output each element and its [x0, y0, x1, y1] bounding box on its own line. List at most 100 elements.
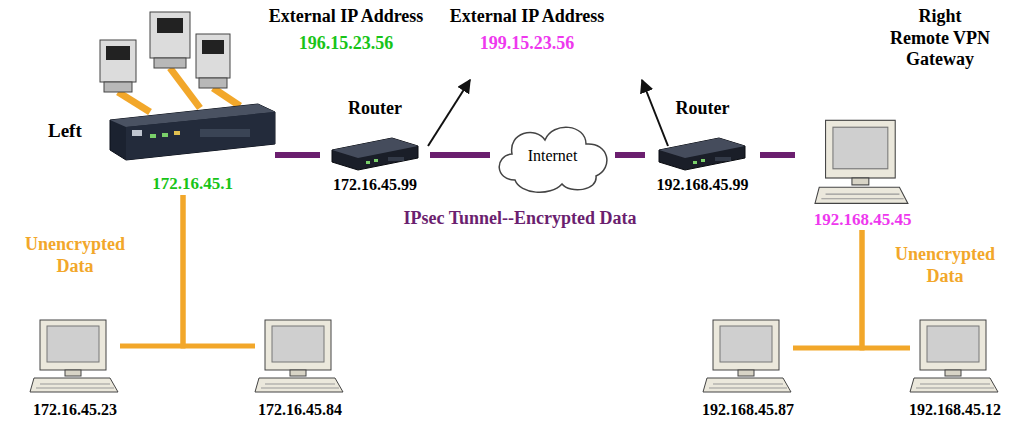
segment-label: Unencrypted Data — [890, 244, 1000, 287]
ip-address: 172.16.45.99 — [320, 175, 430, 194]
ip-address: 172.16.45.84 — [240, 400, 360, 419]
drawing-part — [265, 384, 335, 385]
vpn-switch-outline — [110, 100, 275, 162]
drawing-part — [126, 112, 275, 160]
router: Router 192.168.45.99 — [645, 98, 760, 195]
drawing-part — [290, 370, 306, 376]
drawing-part — [132, 130, 142, 136]
drawing-part — [659, 138, 745, 170]
external-ip-arrow — [428, 80, 470, 146]
drawing-part — [927, 326, 979, 362]
ip-address: 192.168.45.45 — [790, 210, 935, 230]
drawing-part — [40, 320, 106, 370]
drawing-part — [374, 159, 378, 162]
phone-base — [154, 58, 186, 68]
tunnel-label: IPsec Tunnel--Encrypted Data — [310, 208, 730, 230]
external-ip: 199.15.23.56 — [447, 33, 607, 55]
ip-address: 192.168.45.99 — [645, 175, 760, 194]
drawing-part — [920, 320, 986, 370]
drawing-part — [920, 384, 990, 385]
device-name: Right Remote VPN Gateway — [888, 6, 992, 71]
drawing-part — [833, 127, 888, 169]
drawing-part — [826, 120, 896, 178]
drawing-part — [110, 104, 275, 160]
lan-cable — [120, 195, 183, 346]
callout-title: External IP Address — [236, 6, 456, 28]
callout-title: External IP Address — [417, 6, 637, 28]
ipsec-tunnel-line — [275, 152, 320, 158]
drawing-part — [910, 378, 998, 392]
phone-base — [104, 82, 132, 92]
drawing-part — [36, 388, 114, 389]
drawing-part — [30, 378, 118, 392]
drawing-part — [659, 138, 745, 158]
phone-cable — [213, 88, 240, 106]
drawing-part — [332, 138, 418, 170]
drawing-part — [47, 326, 99, 362]
ipsec-tunnel-line — [615, 152, 645, 158]
router-outline — [659, 136, 745, 172]
drawing-part — [366, 161, 370, 164]
device-name: Left — [48, 120, 98, 143]
drawing-part — [388, 157, 404, 161]
phone-body — [196, 34, 230, 78]
router-outline — [332, 136, 418, 172]
drawing-part — [738, 370, 754, 376]
phone-base — [199, 78, 227, 88]
ip-address: 172.16.45.23 — [15, 400, 135, 419]
device-name: Router — [645, 98, 760, 120]
drawing-part — [150, 134, 156, 138]
ip-phone — [100, 40, 136, 92]
phone-body — [150, 12, 190, 58]
client-computer-outline — [30, 318, 120, 396]
internet-cloud: Internet — [490, 118, 615, 196]
phone-screen — [202, 40, 224, 54]
drawing-part — [945, 370, 961, 376]
drawing-part — [693, 161, 697, 164]
drawing-part — [701, 159, 705, 162]
drawing-part — [852, 178, 869, 185]
phone-body — [100, 40, 136, 82]
segment-label: Unencrypted Data — [20, 234, 130, 277]
drawing-part — [713, 384, 783, 385]
phone-cable — [118, 92, 150, 112]
cloud-label: Internet — [490, 146, 615, 165]
lan-cable — [793, 230, 862, 348]
ip-address: 192.168.45.87 — [688, 400, 808, 419]
drawing-part — [821, 198, 903, 199]
drawing-part — [200, 129, 250, 137]
drawing-part — [261, 388, 339, 389]
drawing-part — [255, 378, 343, 392]
ip-address: 172.16.45.1 — [110, 174, 275, 194]
vpn-gateway-outline — [815, 118, 910, 208]
ipsec-tunnel-line — [760, 152, 795, 158]
drawing-part — [815, 187, 908, 203]
client-computer-outline — [703, 318, 793, 396]
drawing-part — [709, 388, 787, 389]
phone-screen — [106, 46, 130, 60]
device-name: Router — [320, 98, 430, 120]
drawing-part — [826, 194, 900, 195]
drawing-part — [715, 157, 731, 161]
client-computer: 172.16.45.84 — [255, 318, 345, 418]
vpn-gateway: Right Remote VPN Gateway192.168.45.45 — [795, 118, 930, 230]
vpn-switch: Left172.16.45.1 — [110, 100, 275, 195]
drawing-part — [720, 326, 772, 362]
ip-phone — [150, 12, 190, 68]
ipsec-tunnel-line — [430, 152, 490, 158]
client-computer: 192.168.45.87 — [703, 318, 793, 418]
drawing-part — [65, 370, 81, 376]
drawing-part — [40, 384, 110, 385]
lan-cable — [183, 195, 255, 346]
ip-address: 192.168.45.12 — [895, 400, 1012, 419]
external-ip-arrow — [642, 80, 668, 146]
client-computer: 192.168.45.12 — [910, 318, 1000, 418]
phone-screen — [157, 18, 183, 33]
drawing-part — [265, 320, 331, 370]
client-computer-outline — [255, 318, 345, 396]
client-computer: 172.16.45.23 — [30, 318, 120, 418]
drawing-part — [916, 388, 994, 389]
drawing-part — [713, 320, 779, 370]
